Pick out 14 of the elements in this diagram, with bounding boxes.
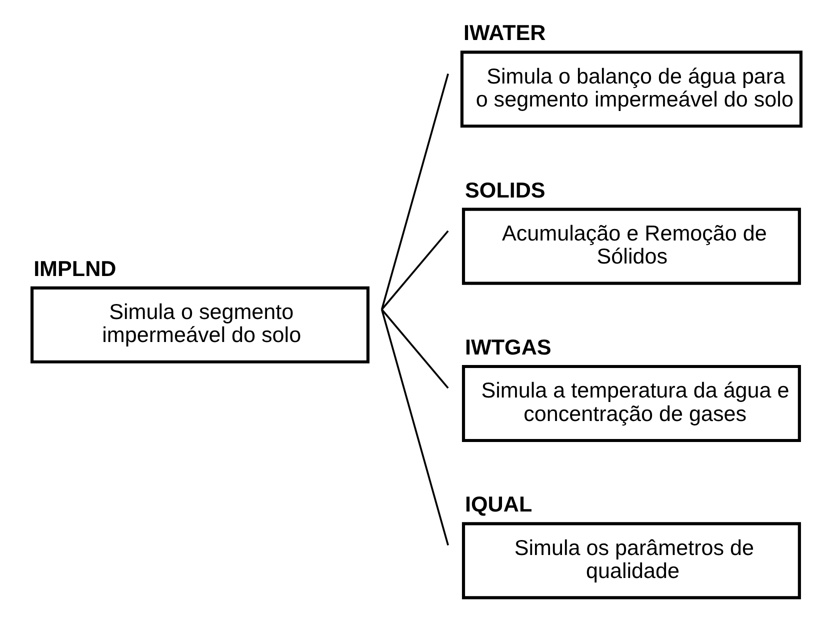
connector — [380, 73, 448, 310]
connector — [380, 309, 448, 546]
node-label: SOLIDS — [464, 177, 545, 202]
node-box: Simula a temperatura da água e concentração de gases — [461, 364, 800, 442]
node-label: IMPLND — [33, 256, 116, 281]
node-label: IWTGAS — [464, 334, 551, 360]
node-box: Simula o balanço de água para o segmento impermeável do solo — [460, 50, 802, 128]
connector — [380, 308, 448, 389]
node-box: Acumulação e Remoção de Sólidos — [461, 208, 800, 285]
connector — [380, 230, 448, 310]
node-box: Simula o segmento impermeável do solo — [30, 286, 369, 364]
node-box: Simula os parâmetros de qualidade — [461, 522, 800, 600]
node-label: IQUAL — [464, 492, 532, 517]
node-label: IWATER — [463, 20, 546, 46]
